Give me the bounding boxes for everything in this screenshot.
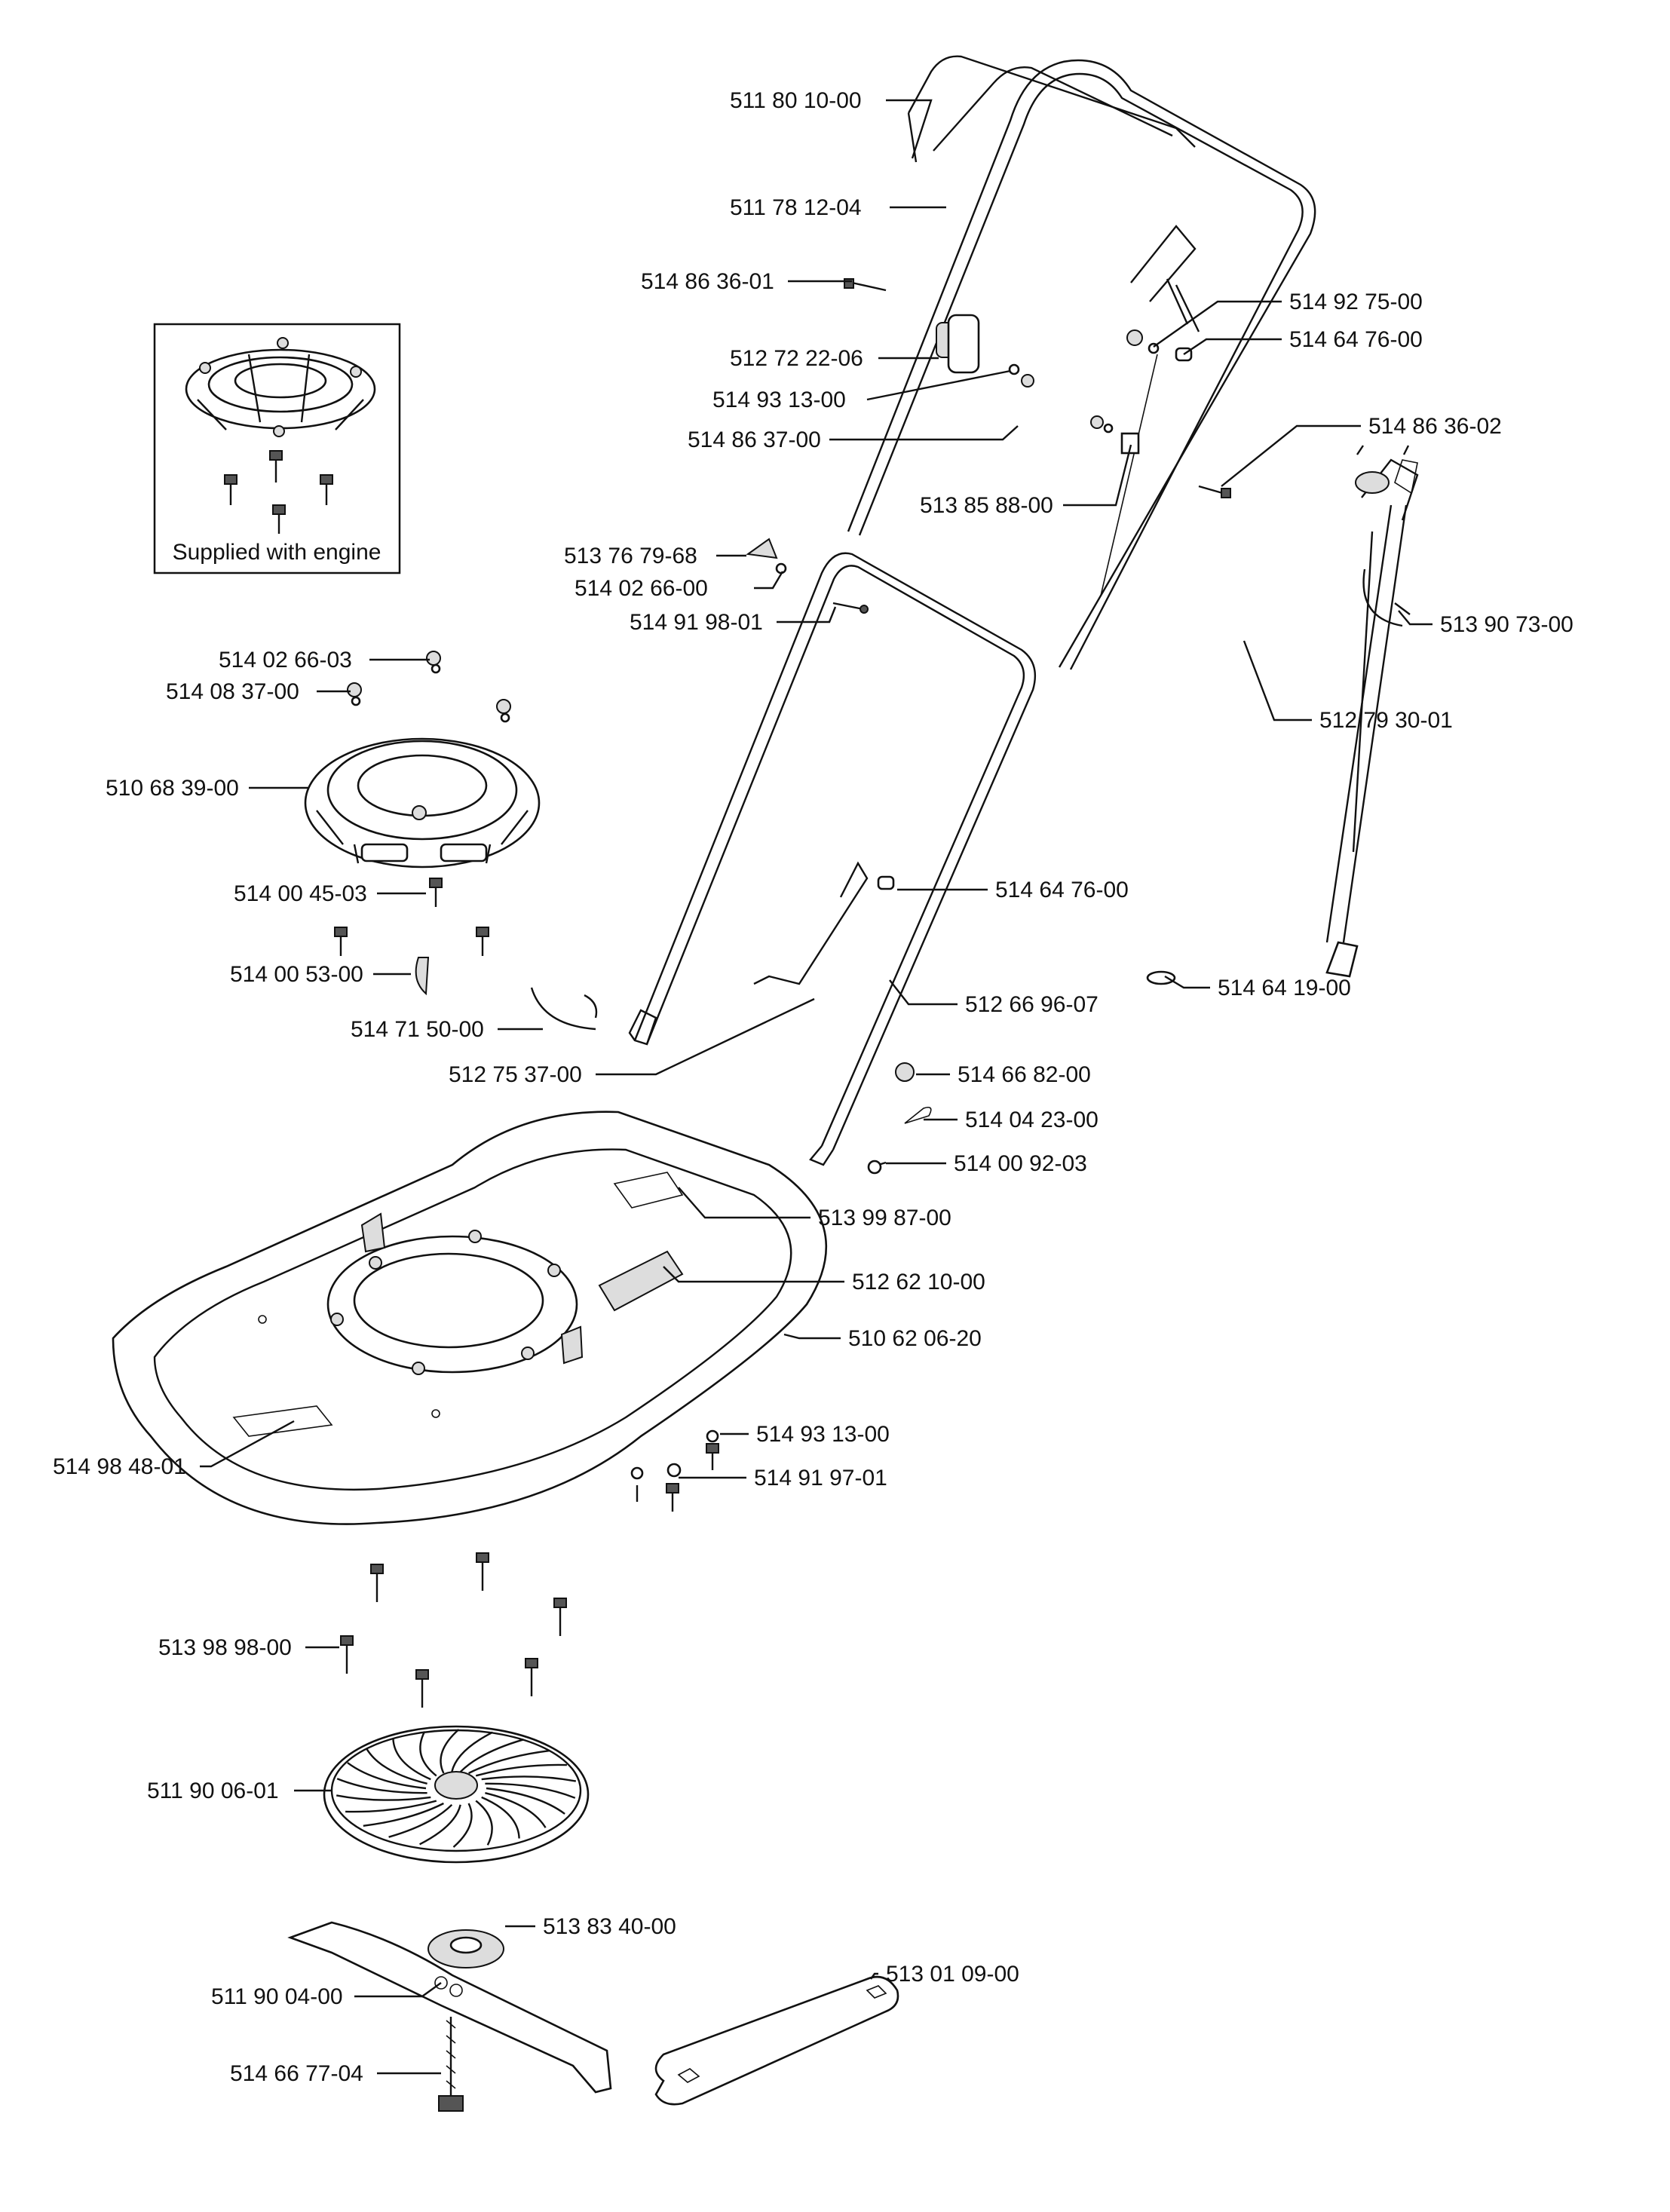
fan-blade: [336, 1794, 431, 1801]
callout-label: 512 72 22-06: [730, 346, 863, 371]
callout-labels: 511 80 10-00 511 78 12-04 514 86 36-01 5…: [53, 88, 1573, 2086]
callout-label: 514 08 37-00: [166, 679, 299, 704]
callout-label: 514 64 19-00: [1218, 976, 1351, 1000]
fan-blade: [392, 1738, 431, 1781]
fan-blade: [486, 1787, 565, 1815]
callout-label: 514 91 97-01: [754, 1466, 887, 1490]
fan-blade: [440, 1729, 460, 1774]
callout-label: 514 71 50-00: [351, 1017, 484, 1042]
callout-label: 510 62 06-20: [848, 1326, 982, 1351]
inset-caption: Supplied with engine: [173, 540, 381, 565]
fan-blade: [485, 1782, 576, 1799]
fan-blade: [419, 1731, 437, 1777]
upper-handle-drawing: [847, 55, 1316, 670]
callout-label: 513 76 79-68: [564, 544, 697, 568]
fan-blade: [363, 1802, 444, 1827]
fan-blade: [485, 1792, 547, 1828]
callout-label: 514 86 36-02: [1368, 414, 1502, 439]
hub-drawing: [427, 1929, 504, 1968]
fan-screws: [340, 1552, 567, 1708]
callout-label: 511 90 06-01: [147, 1778, 279, 1803]
callout-label: 514 91 98-01: [630, 610, 763, 635]
callout-label: 514 00 92-03: [954, 1151, 1087, 1176]
callout-label: 513 90 73-00: [1440, 612, 1573, 637]
callout-label: 513 83 40-00: [543, 1914, 676, 1939]
callout-label: 513 98 98-00: [158, 1635, 292, 1660]
inset-flange-drawing: [185, 337, 376, 437]
left-small-parts: [334, 878, 598, 1031]
callout-label: 514 93 13-00: [756, 1422, 890, 1447]
engine-flange-drawing: [304, 651, 541, 869]
engine-inset: Supplied with engine: [153, 323, 401, 574]
fan-blade: [475, 1800, 493, 1846]
fan-blade: [452, 1803, 473, 1848]
callout-label: 512 75 37-00: [449, 1062, 582, 1087]
callout-label: 514 02 66-00: [575, 576, 708, 601]
fan-blade: [481, 1796, 520, 1839]
fan-blade: [475, 1763, 567, 1777]
callout-label: 514 98 48-01: [53, 1454, 186, 1479]
callout-label: 514 92 75-00: [1289, 290, 1423, 314]
callout-label: 512 66 96-07: [965, 992, 1099, 1017]
callout-label: 511 78 12-04: [730, 195, 862, 220]
callout-label: 511 80 10-00: [730, 88, 862, 113]
callout-label: 514 00 53-00: [230, 962, 363, 987]
fan-drawing: [323, 1725, 590, 1864]
callout-label: 513 01 09-00: [886, 1962, 1019, 1987]
cable-assembly-drawing: [1146, 445, 1419, 985]
callout-label: 514 64 76-00: [1289, 327, 1423, 352]
callout-label: 514 86 37-00: [688, 427, 821, 452]
callout-label: 513 99 87-00: [818, 1206, 951, 1230]
callout-label: 514 04 23-00: [965, 1108, 1099, 1132]
mower-deck-drawing: [112, 1111, 828, 1525]
callout-label: 512 79 30-01: [1319, 708, 1453, 733]
fan-blade: [451, 1731, 493, 1772]
callout-label: 511 90 04-00: [211, 1984, 343, 2009]
callout-label: 510 68 39-00: [106, 776, 239, 801]
fan-blade: [345, 1800, 437, 1813]
callout-label: 514 02 66-03: [219, 648, 352, 672]
leader-lines: [200, 99, 1433, 2075]
handle-hardware: [746, 278, 1231, 1175]
fan-blade: [336, 1778, 427, 1794]
callout-label: 514 86 36-01: [641, 269, 774, 294]
lower-handle-drawing: [628, 552, 1037, 1166]
fan-blade: [459, 1739, 524, 1773]
callout-label: 514 93 13-00: [712, 388, 846, 412]
fan-blade: [388, 1803, 453, 1838]
blade-bolt-drawing: [438, 2017, 464, 2112]
inset-screws: [224, 450, 333, 534]
callout-label: 512 62 10-00: [852, 1270, 985, 1294]
fan-blade: [481, 1775, 577, 1782]
wrench-drawing: [654, 1975, 899, 2106]
callout-label: 514 66 77-04: [230, 2061, 363, 2086]
callout-label: 514 00 45-03: [234, 881, 367, 906]
fan-blade: [419, 1804, 461, 1846]
callout-label: 513 85 88-00: [920, 493, 1053, 518]
deck-hardware: [630, 1429, 719, 1512]
fan-blade: [468, 1750, 550, 1775]
blade-drawing: [287, 1921, 612, 2094]
fan-blade: [347, 1762, 427, 1790]
callout-label: 514 66 82-00: [958, 1062, 1091, 1087]
callout-label: 514 64 76-00: [995, 878, 1129, 902]
fan-blade: [366, 1748, 427, 1785]
